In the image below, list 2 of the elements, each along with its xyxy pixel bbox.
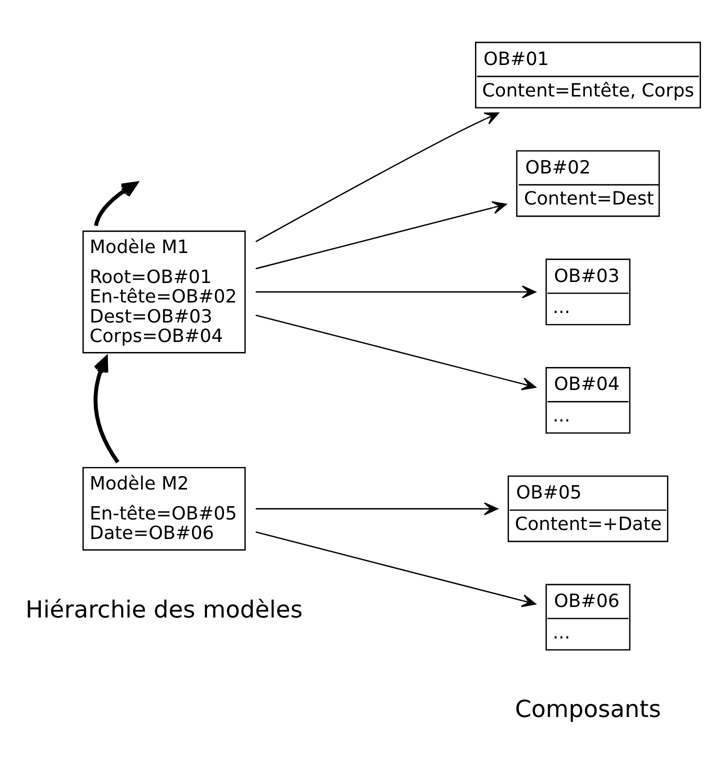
label: Composants <box>515 695 661 724</box>
label: Hiérarchie des modèles <box>26 596 303 624</box>
